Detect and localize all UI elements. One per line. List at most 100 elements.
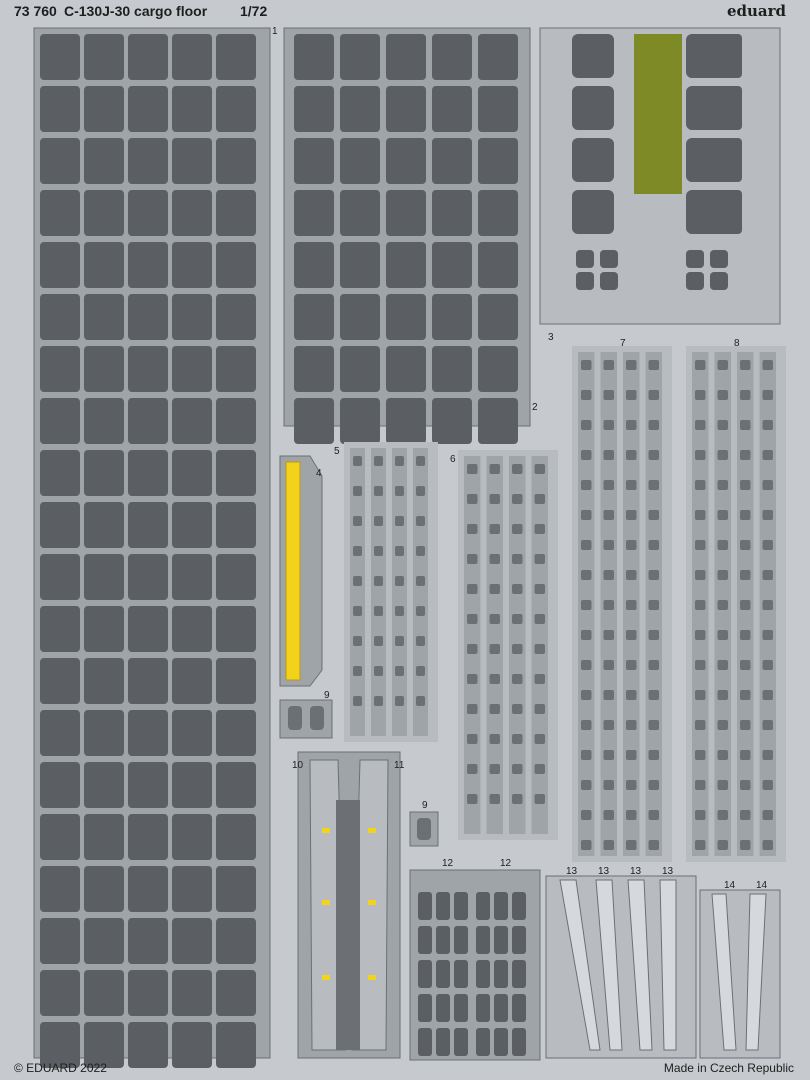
rail-slot [489, 734, 500, 744]
rail-slot [740, 390, 751, 400]
rail-slot [626, 540, 637, 550]
rail-slot [581, 660, 592, 670]
floor-panel [172, 294, 212, 340]
rail-slot [395, 546, 404, 556]
rail-slot [374, 576, 383, 586]
rail-slot [762, 570, 773, 580]
rail-slot [581, 450, 592, 460]
rail-slot [740, 420, 751, 430]
floor-panel [216, 1022, 256, 1068]
grille-slot [418, 1028, 432, 1056]
rail-slot [626, 510, 637, 520]
floor-panel [294, 138, 334, 184]
rail-slot [534, 554, 545, 564]
floor-panel [84, 86, 124, 132]
rail-slot [603, 690, 614, 700]
floor-panel [172, 138, 212, 184]
floor-panel [40, 450, 80, 496]
part-number-label: 8 [734, 338, 740, 349]
rail-slot [717, 570, 728, 580]
floor-panel [128, 190, 168, 236]
grille-slot [418, 960, 432, 988]
grille-slot [436, 994, 450, 1022]
grille-slot [454, 1028, 468, 1056]
floor-panel [128, 294, 168, 340]
floor-panel [340, 86, 380, 132]
rail-slot [581, 810, 592, 820]
rail-slot [353, 516, 362, 526]
rail-slot [648, 780, 659, 790]
rail-slot [717, 360, 728, 370]
rail-slot [695, 360, 706, 370]
floor-panel [172, 86, 212, 132]
rail-slot [695, 840, 706, 850]
grille-slot [454, 892, 468, 920]
rail-slot [489, 794, 500, 804]
floor-panel [294, 190, 334, 236]
floor-panel [386, 86, 426, 132]
floor-panel [340, 138, 380, 184]
floor-panel [128, 138, 168, 184]
rail-slot [626, 630, 637, 640]
floor-panel [294, 86, 334, 132]
floor-panel [216, 658, 256, 704]
rail-slot [648, 480, 659, 490]
rail-slot [762, 420, 773, 430]
rail-slot [648, 840, 659, 850]
floor-panel [340, 346, 380, 392]
floor-panel [386, 138, 426, 184]
rail-slot [695, 420, 706, 430]
grille-slot [454, 926, 468, 954]
rail-slot [395, 576, 404, 586]
rail-slot [489, 554, 500, 564]
floor-panel [216, 242, 256, 288]
rail-slot [395, 456, 404, 466]
floor-panel [40, 606, 80, 652]
rail-slot [512, 644, 523, 654]
rail-slot [603, 450, 614, 460]
floor-panel [128, 86, 168, 132]
floor-panel [128, 242, 168, 288]
origin-text: Made in Czech Republic [663, 1061, 794, 1075]
rail-slot [489, 704, 500, 714]
rail-slot [353, 546, 362, 556]
part-number-label: 12 [500, 858, 512, 869]
rail-slot [717, 630, 728, 640]
rail-slot [762, 480, 773, 490]
floor-panel [172, 658, 212, 704]
rail-slot [648, 750, 659, 760]
floor-panel [40, 554, 80, 600]
floor-panel [128, 34, 168, 80]
floor-panel [40, 346, 80, 392]
grille-slot [512, 892, 526, 920]
rail-slot [467, 764, 478, 774]
rail-slot [695, 600, 706, 610]
rail-slot [717, 690, 728, 700]
rail-slot [374, 696, 383, 706]
floor-panel [216, 606, 256, 652]
rail-slot [740, 540, 751, 550]
rail-slot [416, 546, 425, 556]
rail-slot [512, 704, 523, 714]
rail-slot [762, 540, 773, 550]
floor-panel [128, 710, 168, 756]
rail-slot [395, 636, 404, 646]
floor-panel [432, 294, 472, 340]
rail-slot [603, 480, 614, 490]
ramp-panel [720, 138, 742, 182]
rail-slot [717, 840, 728, 850]
floor-panel [172, 450, 212, 496]
rail-slot [648, 600, 659, 610]
rail-slot [717, 720, 728, 730]
floor-panel [84, 606, 124, 652]
floor-panel [478, 242, 518, 288]
floor-panel [216, 814, 256, 860]
rail-slot [740, 600, 751, 610]
brand-logo: eduard [726, 2, 786, 20]
rail-slot [353, 606, 362, 616]
floor-panel [40, 1022, 80, 1068]
rail-slot [717, 600, 728, 610]
floor-panel [340, 190, 380, 236]
rail-slot [648, 660, 659, 670]
floor-panel [172, 1022, 212, 1068]
